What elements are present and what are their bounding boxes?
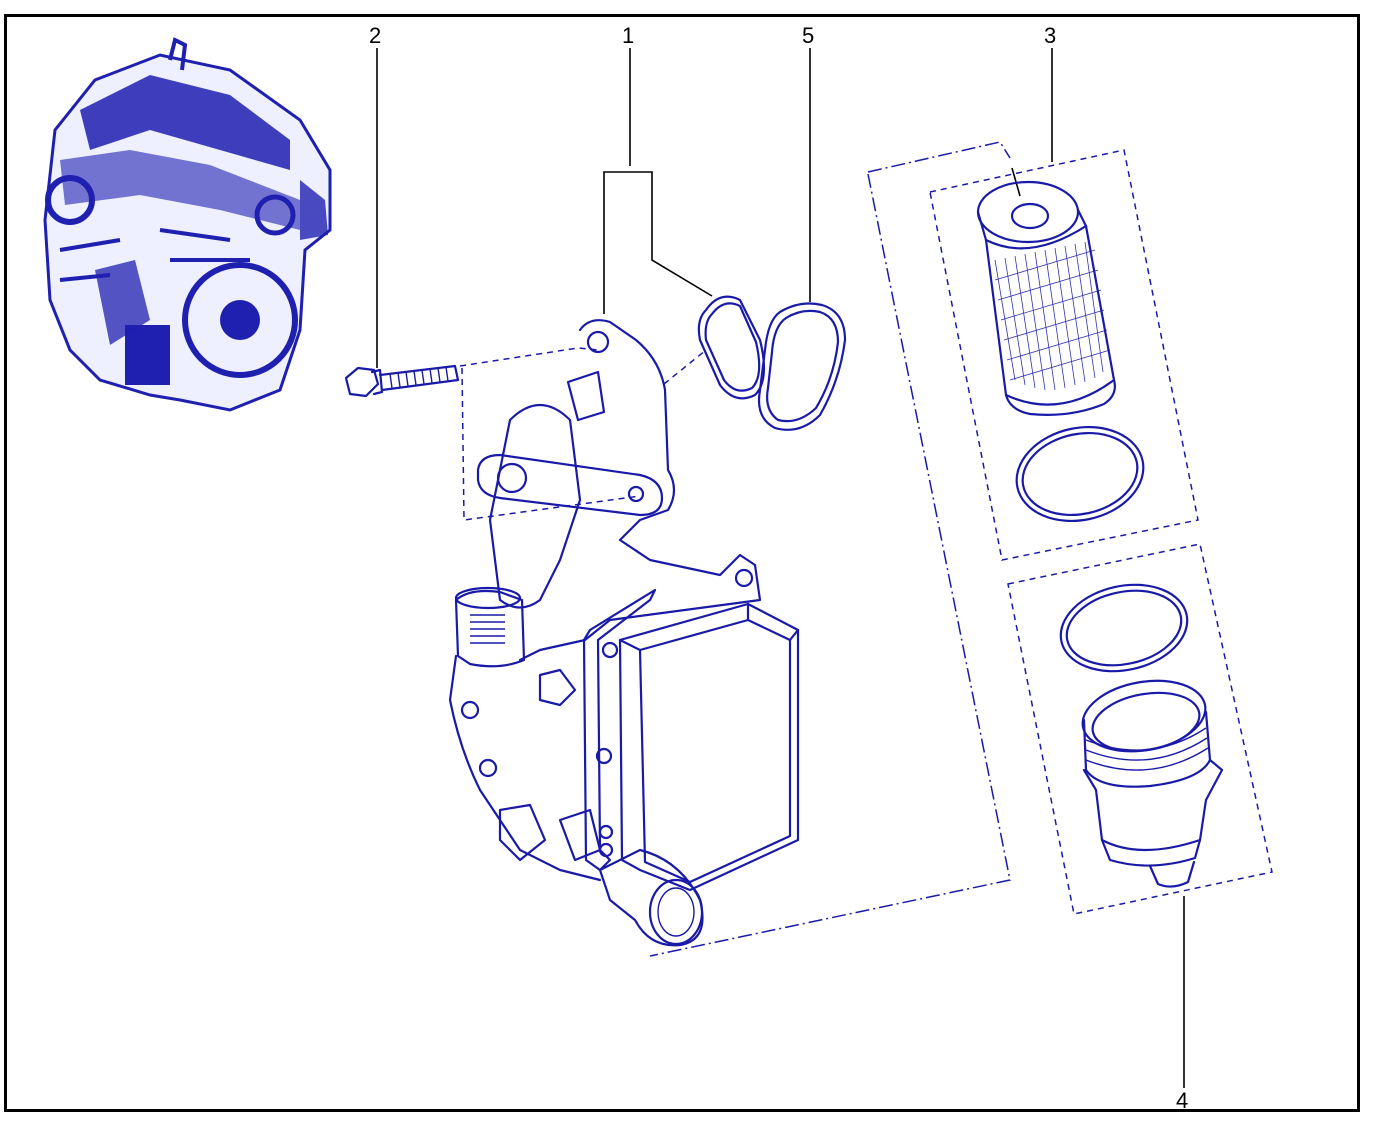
callout-5-label: 5 bbox=[802, 23, 814, 48]
filter-element bbox=[976, 180, 1116, 416]
callout-4: 4 bbox=[1176, 896, 1188, 1113]
callout-5: 5 bbox=[802, 23, 814, 302]
callout-2: 2 bbox=[369, 23, 381, 368]
filter-kit-box bbox=[929, 149, 1199, 561]
callout-3-label: 3 bbox=[1044, 23, 1056, 48]
assembly-boundary bbox=[867, 141, 1011, 173]
filter-cap bbox=[1081, 679, 1224, 888]
filter-o-ring-upper bbox=[1015, 425, 1145, 523]
callout-1-label: 1 bbox=[622, 23, 634, 48]
housing-seals bbox=[663, 295, 847, 431]
filter-cap-o-ring bbox=[1059, 583, 1189, 673]
bolt bbox=[344, 364, 460, 398]
engine-thumbnail bbox=[43, 37, 332, 412]
callout-1: 1 bbox=[603, 23, 713, 314]
callout-2-label: 2 bbox=[369, 23, 381, 48]
filter-cap-box bbox=[1007, 543, 1273, 915]
oil-filter-housing bbox=[448, 319, 800, 947]
callout-4-label: 4 bbox=[1176, 1088, 1188, 1113]
diagram-frame bbox=[4, 14, 1360, 1112]
callout-3: 3 bbox=[1011, 23, 1056, 197]
